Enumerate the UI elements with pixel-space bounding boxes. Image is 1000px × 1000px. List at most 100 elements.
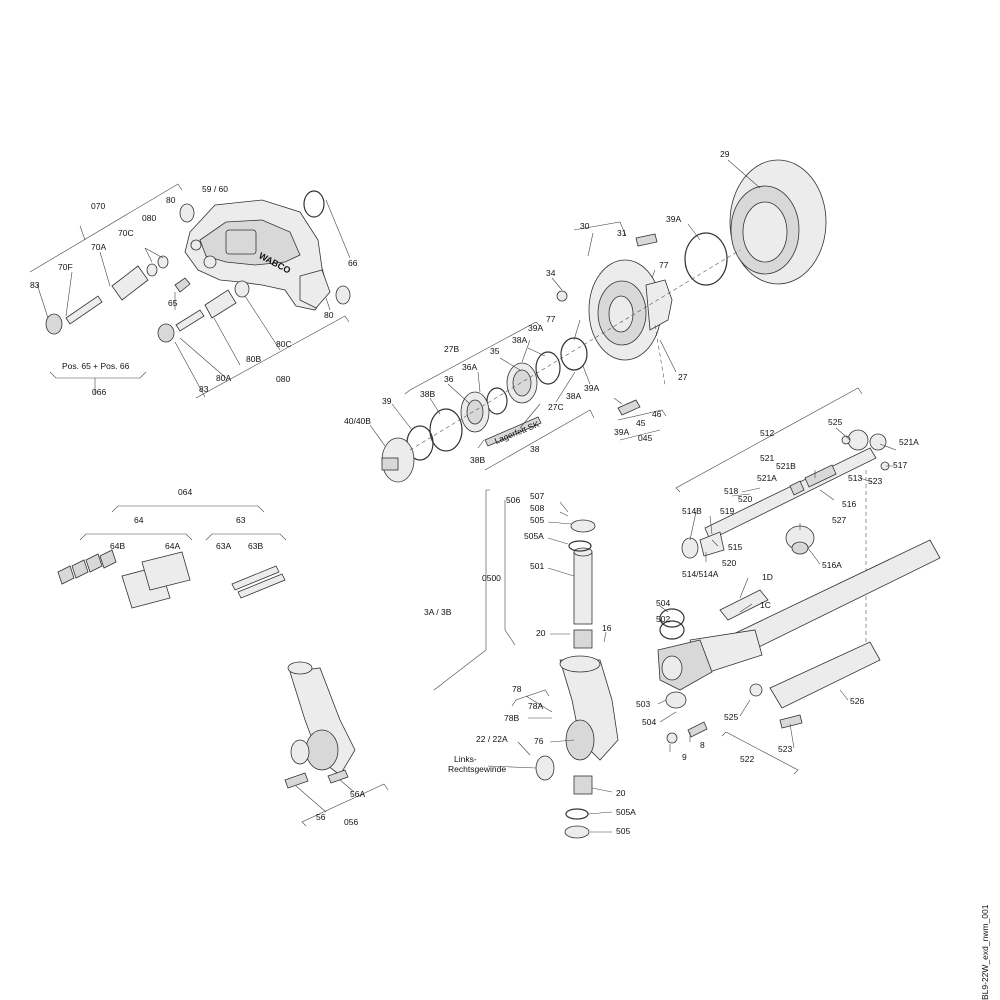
label-links: Links- <box>454 754 477 764</box>
label-056: 056 <box>344 817 358 827</box>
label-39A: 39A <box>584 383 599 393</box>
label-506: 506 <box>506 495 520 505</box>
label-80C: 80C <box>276 339 292 349</box>
label-519: 519 <box>720 506 734 516</box>
label-505A: 505A <box>524 531 544 541</box>
bracket-63 <box>205 533 287 541</box>
label-515: 515 <box>728 542 742 552</box>
label-78: 78 <box>512 684 522 694</box>
label-78A: 78A <box>528 701 543 711</box>
label-27C: 27C <box>548 402 564 412</box>
label-526: 526 <box>850 696 864 706</box>
label-63: 63 <box>236 515 246 525</box>
label-520: 520 <box>738 494 752 504</box>
part-labels: 070 59 / 60 80 080 70C 70A 70F 83 66 65 … <box>30 149 919 836</box>
label-63A: 63A <box>216 541 231 551</box>
label-518: 518 <box>724 486 738 496</box>
label-31: 31 <box>617 228 627 238</box>
bracket-78 <box>511 689 550 707</box>
label-35: 35 <box>490 346 500 356</box>
label-70F: 70F <box>58 262 73 272</box>
label-517: 517 <box>893 460 907 470</box>
label-39: 39 <box>382 396 392 406</box>
label-80: 80 <box>166 195 176 205</box>
label-80A: 80A <box>216 373 231 383</box>
label-527: 527 <box>832 515 846 525</box>
label-78B: 78B <box>504 713 519 723</box>
label-516: 516 <box>842 499 856 509</box>
label-38A: 38A <box>512 335 527 345</box>
bracket-512 <box>675 387 863 493</box>
label-27B: 27B <box>444 344 459 354</box>
label-512: 512 <box>760 428 774 438</box>
label-20: 20 <box>616 788 626 798</box>
bracket-064 <box>111 505 265 513</box>
label-83: 83 <box>199 384 209 394</box>
label-523: 523 <box>778 744 792 754</box>
label-76: 76 <box>534 736 544 746</box>
label-56A: 56A <box>350 789 365 799</box>
label-521B: 521B <box>776 461 796 471</box>
label-045: 045 <box>638 433 652 443</box>
label-070: 070 <box>91 201 105 211</box>
label-514B: 514B <box>682 506 702 516</box>
label-505: 505 <box>530 515 544 525</box>
label-27: 27 <box>678 372 688 382</box>
bracket-070 <box>29 183 183 273</box>
label-39A: 39A <box>528 323 543 333</box>
label-508: 508 <box>530 503 544 513</box>
label-503: 503 <box>636 699 650 709</box>
hub-assembly <box>381 159 827 483</box>
tie-rod-assembly <box>681 429 890 559</box>
label-77: 77 <box>546 314 556 324</box>
label-83: 83 <box>30 280 40 290</box>
label-504: 504 <box>642 717 656 727</box>
label-080: 080 <box>276 374 290 384</box>
label-20: 20 <box>536 628 546 638</box>
label-38B: 38B <box>470 455 485 465</box>
drawing-id: BL9-22W_exd_nwm_001 <box>980 904 990 1000</box>
label-501: 501 <box>530 561 544 571</box>
label-29: 29 <box>720 149 730 159</box>
label-80B: 80B <box>246 354 261 364</box>
left-knuckle <box>284 661 356 789</box>
label-16: 16 <box>602 623 612 633</box>
label-520: 520 <box>722 558 736 568</box>
label-30: 30 <box>580 221 590 231</box>
label-521: 521 <box>760 453 774 463</box>
label-507: 507 <box>530 491 544 501</box>
label-521A: 521A <box>757 473 777 483</box>
label-505: 505 <box>616 826 630 836</box>
label-502: 502 <box>656 614 670 624</box>
label-39A: 39A <box>614 427 629 437</box>
label-66: 66 <box>348 258 358 268</box>
label-80: 80 <box>324 310 334 320</box>
label-513: 513 <box>848 473 862 483</box>
label-63B: 63B <box>248 541 263 551</box>
label-38A: 38A <box>566 391 581 401</box>
label-514-514A: 514/514A <box>682 569 719 579</box>
label-65: 65 <box>168 298 178 308</box>
bracket-3A3B <box>433 489 490 691</box>
label-36A: 36A <box>462 362 477 372</box>
label-rechtsgewinde: Rechtsgewinde <box>448 764 506 774</box>
label-8: 8 <box>700 740 705 750</box>
bracket-522 <box>721 731 799 775</box>
label-505A: 505A <box>616 807 636 817</box>
label-523: 523 <box>868 476 882 486</box>
label-080: 080 <box>142 213 156 223</box>
bracket-080 <box>195 315 350 399</box>
label-40-40B: 40/40B <box>344 416 371 426</box>
axle-beam <box>657 539 941 744</box>
label-525: 525 <box>828 417 842 427</box>
label-36: 36 <box>444 374 454 384</box>
label-34: 34 <box>546 268 556 278</box>
label-522: 522 <box>740 754 754 764</box>
caliper-assembly: WABCO <box>45 190 351 343</box>
label-45: 45 <box>636 418 646 428</box>
bracket-0500 <box>504 500 516 646</box>
label-22-22A: 22 / 22A <box>476 734 508 744</box>
label-39A: 39A <box>666 214 681 224</box>
label-504: 504 <box>656 598 670 608</box>
